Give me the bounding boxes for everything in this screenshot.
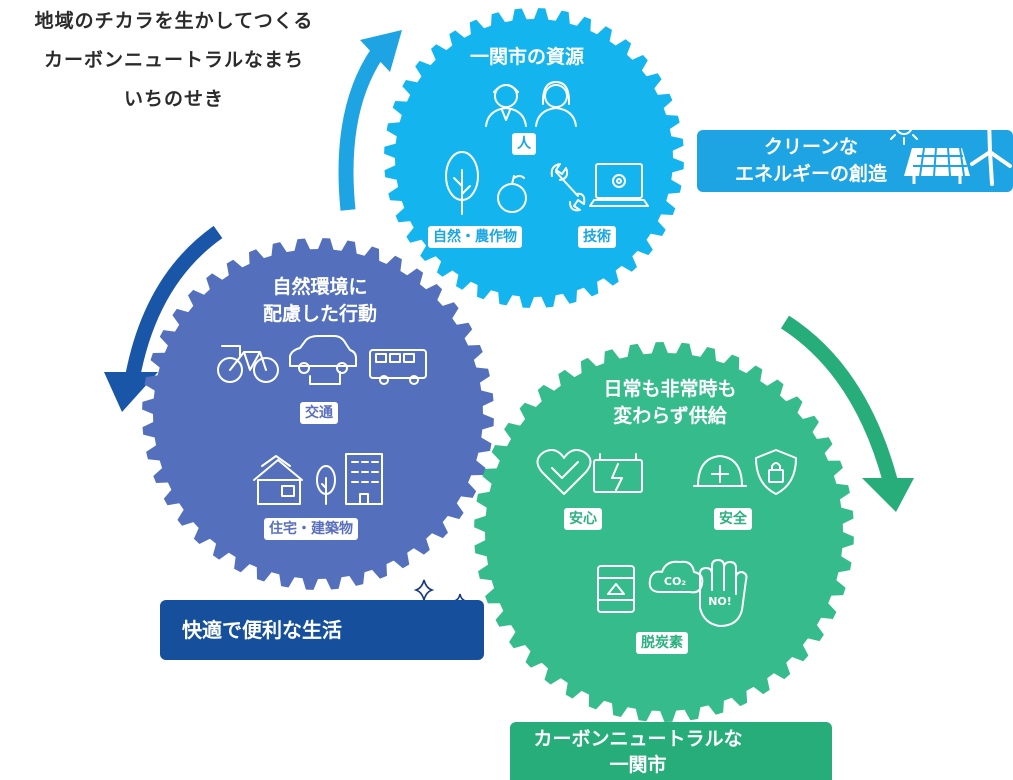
action-title-line-1: 自然環境に (272, 276, 368, 298)
cycle-arrow-green (780, 315, 914, 512)
supply-title-line-1: 日常も非常時も (603, 378, 737, 400)
wrench-icon (550, 163, 586, 212)
supply-title: 日常も非常時も 変わらず供給 (580, 376, 760, 430)
comfortable-life-box: 快適で便利な生活 (160, 600, 484, 660)
tag-people: 人 (512, 133, 536, 155)
apple-icon (497, 175, 527, 213)
laptop-gear-icon (589, 163, 649, 207)
person-woman-icon (535, 81, 577, 127)
carbon-neutral-box: カーボンニュートラルな 一関市 (510, 722, 832, 780)
helmet-icon (693, 455, 747, 487)
shield-lock-icon (755, 449, 797, 495)
wind-turbine-icon (970, 116, 1012, 186)
gear-green-shape (474, 342, 854, 722)
solar-house-icon (253, 455, 303, 505)
heart-check-icon (536, 449, 592, 495)
carbon-neutral-text: カーボンニュートラルな 一関市 (516, 726, 760, 778)
tag-housing-buildings: 住宅・建築物 (264, 518, 358, 540)
headline-line-2: カーボンニュートラルなまち (43, 49, 304, 71)
bicycle-icon (217, 345, 279, 383)
headline-line-3: いちのせき (123, 88, 224, 110)
car-charging-icon (289, 335, 357, 385)
stop-hand-icon (699, 559, 748, 627)
cycle-arrow-dark-blue (104, 225, 223, 412)
action-title: 自然環境に 配慮した行動 (230, 274, 410, 328)
battery-icon (593, 453, 643, 493)
resources-title: 一関市の資源 (469, 46, 584, 68)
solar-panel-icon (904, 147, 970, 184)
tag-safety: 安全 (714, 508, 752, 530)
tag-technology: 技術 (578, 226, 616, 248)
headline-line-1: 地域のチカラを生かしてつくる (34, 10, 314, 32)
person-man-icon (485, 84, 527, 127)
tag-nature-crops: 自然・農作物 (428, 226, 522, 248)
carbon-neutral-line-2: 一関市 (609, 754, 667, 776)
clean-energy-text: クリーンな エネルギーの創造 (711, 134, 911, 188)
bus-icon (369, 349, 427, 385)
carbon-neutral-line-1: カーボンニュートラルな (533, 728, 743, 750)
sun-icon (885, 107, 923, 145)
action-title-line-2: 配慮した行動 (262, 303, 377, 325)
no-label: NO! (708, 595, 732, 608)
supply-title-line-2: 変わらず供給 (613, 405, 727, 427)
co2-cloud-icon (648, 560, 704, 594)
tag-decarbonization: 脱炭素 (636, 632, 688, 654)
small-tree-icon (316, 465, 336, 505)
clean-energy-line-1: クリーンな (763, 136, 859, 158)
gear-supply (474, 342, 854, 722)
clean-energy-label: クリーンな エネルギーの創造 (697, 130, 1013, 192)
cycle-arrow-light-blue (338, 30, 402, 211)
comfortable-life-text: 快適で便利な生活 (182, 618, 342, 642)
building-icon (345, 453, 383, 505)
tree-icon (445, 151, 479, 215)
co2-label: CO₂ (664, 575, 686, 588)
clean-energy-box (697, 130, 1013, 192)
fuel-tank-icon (597, 565, 635, 613)
headline: 地域のチカラを生かしてつくる カーボンニュートラルなまち いちのせき (4, 2, 344, 119)
tag-peace-of-mind: 安心 (564, 508, 602, 530)
clean-energy-line-2: エネルギーの創造 (734, 163, 887, 185)
tag-transport: 交通 (300, 402, 338, 424)
